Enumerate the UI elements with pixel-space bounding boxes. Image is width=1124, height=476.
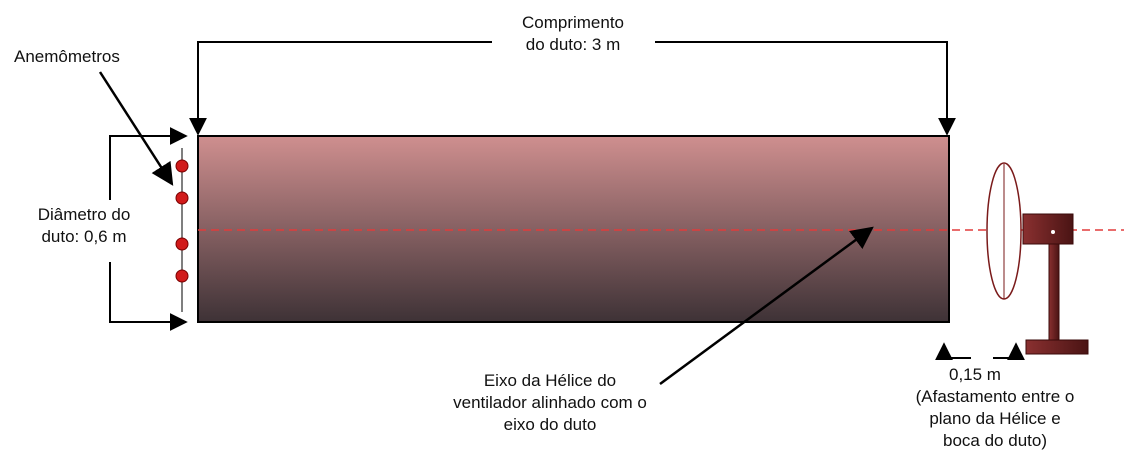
duct-diameter-label-line1: Diâmetro do <box>37 205 131 224</box>
anemometers-label: Anemômetros <box>14 46 154 68</box>
duct-diameter-label-line2: duto: 0,6 m <box>41 227 127 246</box>
fan-axis-label: Eixo da Hélice do ventilador alinhado co… <box>425 370 675 436</box>
diameter-dimension-top <box>109 127 188 200</box>
gap-explanation-line2: plano da Hélice e <box>929 409 1061 428</box>
duct-length-label: Comprimento do duto: 3 m <box>488 12 658 56</box>
gap-label: 0,15 m <box>925 364 1025 386</box>
anemometer-sensor <box>175 269 189 283</box>
fan-shaft <box>1051 230 1055 234</box>
gap-dimension-left <box>935 342 971 361</box>
fan-axis-label-line2: ventilador alinhado com o <box>453 393 647 412</box>
length-dimension-left <box>189 41 492 136</box>
gap-explanation-label: (Afastamento entre o plano da Hélice e b… <box>880 386 1110 452</box>
axis-pointer-arrow <box>659 226 874 386</box>
diameter-dimension-bottom <box>109 262 188 331</box>
anemometer-sensor <box>175 159 189 173</box>
fan-motor <box>1022 213 1074 245</box>
gap-value: 0,15 m <box>949 365 1001 384</box>
fan-stand-pole <box>1048 243 1060 341</box>
length-dimension-right <box>655 41 956 136</box>
duct-length-label-line2: do duto: 3 m <box>525 35 621 54</box>
duct-length-label-line1: Comprimento <box>521 13 625 32</box>
fan-axis-label-line3: eixo do duto <box>503 415 597 434</box>
duct-diameter-label: Diâmetro do duto: 0,6 m <box>14 204 154 248</box>
gap-explanation-line1: (Afastamento entre o <box>915 387 1075 406</box>
anemometer-pointer-arrow <box>98 71 174 186</box>
duct-body <box>197 135 950 323</box>
gap-dimension-right <box>993 342 1025 361</box>
anemometers-label-text: Anemômetros <box>14 47 120 66</box>
fan-axis-label-line1: Eixo da Hélice do <box>483 371 617 390</box>
anemometer-sensor <box>175 191 189 205</box>
fan-stand-base <box>1025 339 1089 355</box>
anemometer-sensor <box>175 237 189 251</box>
gap-explanation-line3: boca do duto) <box>943 431 1047 450</box>
